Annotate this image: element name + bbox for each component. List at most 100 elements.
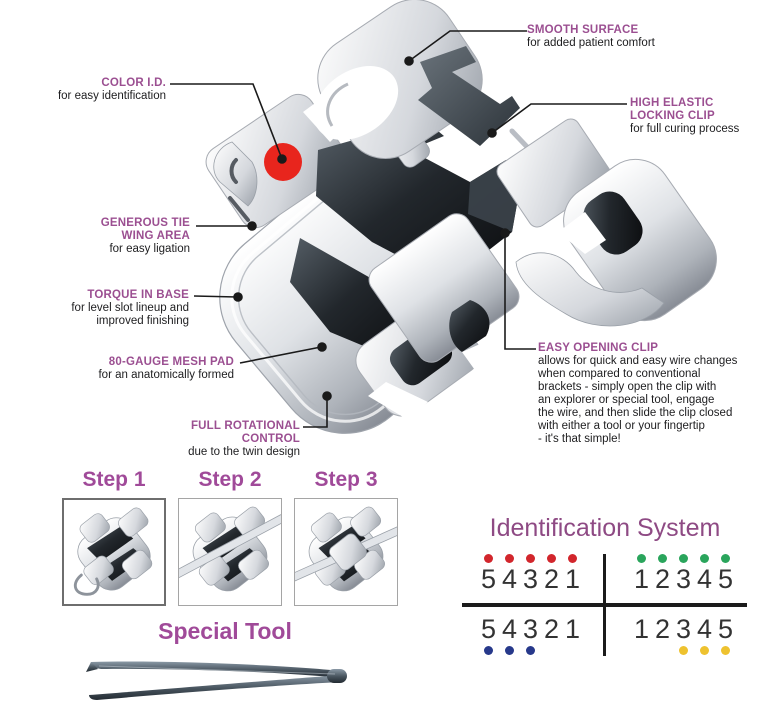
id-digit-cell: 1 xyxy=(631,551,652,593)
id-digit: 4 xyxy=(501,564,518,594)
color-dot xyxy=(526,646,535,655)
id-digit-cell: 1 xyxy=(631,616,652,658)
bracket-locking-clip xyxy=(496,118,717,327)
step-2: Step 2 xyxy=(178,468,282,606)
color-dot xyxy=(526,554,535,563)
id-digit-cell: 2 xyxy=(652,616,673,658)
id-digit: 3 xyxy=(675,614,692,644)
bracket-center-wing xyxy=(368,213,520,380)
special-tool-tweezers xyxy=(86,661,347,700)
step-3: Step 3 xyxy=(294,468,398,606)
color-dot xyxy=(505,646,514,655)
callout-mesh-pad: 80-GAUGE MESH PAD for an anatomically fo… xyxy=(98,356,234,382)
callout-title: SMOOTH SURFACE xyxy=(527,24,639,36)
id-digit: 4 xyxy=(501,614,518,644)
callout-body: for easy ligation xyxy=(109,243,190,255)
id-digit: 3 xyxy=(522,614,539,644)
step-2-title: Step 2 xyxy=(198,468,262,491)
id-digit-cell: 1 xyxy=(562,616,583,658)
color-dot xyxy=(679,646,688,655)
callout-body: for level slot lineup and improved finis… xyxy=(71,302,189,327)
step-3-title: Step 3 xyxy=(314,468,378,491)
id-digit: 1 xyxy=(564,564,581,594)
callout-body: due to the twin design xyxy=(188,446,300,458)
color-dot xyxy=(721,554,730,563)
color-dot-empty xyxy=(547,646,556,655)
callout-smooth-surface: SMOOTH SURFACE for added patient comfort xyxy=(527,24,655,50)
callout-color-id: COLOR I.D. for easy identification xyxy=(58,77,166,103)
callout-title: TORQUE IN BASE xyxy=(87,289,189,301)
special-tool-title: Special Tool xyxy=(158,618,292,644)
color-dot xyxy=(658,554,667,563)
id-digit: 5 xyxy=(717,614,734,644)
id-digit-cell: 2 xyxy=(541,616,562,658)
id-digit: 2 xyxy=(543,564,560,594)
id-digit-cell: 5 xyxy=(478,551,499,593)
step-1: Step 1 xyxy=(62,468,166,606)
id-digit-cell: 3 xyxy=(520,616,541,658)
callout-body: for full curing process xyxy=(630,123,740,135)
callout-title: EASY OPENING CLIP xyxy=(538,342,659,354)
id-vertical-rule xyxy=(603,554,606,656)
color-dot xyxy=(700,554,709,563)
color-dot xyxy=(700,646,709,655)
callout-body: for an anatomically formed xyxy=(98,369,234,381)
callout-title: HIGH ELASTIC LOCKING CLIP xyxy=(630,97,715,122)
id-digit: 2 xyxy=(543,614,560,644)
callout-title: 80-GAUGE MESH PAD xyxy=(108,356,234,368)
color-dot-empty xyxy=(568,646,577,655)
id-digit-cell: 2 xyxy=(652,551,673,593)
color-dot xyxy=(679,554,688,563)
color-dot xyxy=(568,554,577,563)
bracket-illustration xyxy=(205,0,717,434)
callout-title: GENEROUS TIE WING AREA xyxy=(100,217,190,242)
callout-generous-tie: GENEROUS TIE WING AREA for easy ligation xyxy=(101,217,190,256)
callout-torque-in-base: TORQUE IN BASE for level slot lineup and… xyxy=(71,289,189,328)
color-dot-empty xyxy=(658,646,667,655)
id-digit: 2 xyxy=(654,614,671,644)
id-digit: 1 xyxy=(564,614,581,644)
callout-body: for easy identification xyxy=(57,90,166,102)
id-digit: 4 xyxy=(696,614,713,644)
callout-title: COLOR I.D. xyxy=(101,77,166,89)
id-digit: 1 xyxy=(633,614,650,644)
color-dot xyxy=(505,554,514,563)
color-dot-empty xyxy=(637,646,646,655)
id-digit-cell: 5 xyxy=(478,616,499,658)
id-digit: 2 xyxy=(654,564,671,594)
id-digit-cell: 4 xyxy=(694,616,715,658)
id-digit-cell: 4 xyxy=(499,616,520,658)
id-digit-cell: 1 xyxy=(562,551,583,593)
id-digit-cell: 3 xyxy=(520,551,541,593)
step-2-image xyxy=(178,498,282,606)
id-digit: 5 xyxy=(717,564,734,594)
callout-high-elastic: HIGH ELASTIC LOCKING CLIP for full curin… xyxy=(630,97,739,136)
callout-easy-opening: EASY OPENING CLIP allows for quick and e… xyxy=(538,342,737,446)
id-digit-cell: 4 xyxy=(499,551,520,593)
id-digit-cell: 2 xyxy=(541,551,562,593)
callout-title: FULL ROTATIONAL CONTROL xyxy=(190,420,300,445)
step-1-title: Step 1 xyxy=(82,468,146,491)
id-system-title: Identification System xyxy=(489,514,721,542)
color-dot xyxy=(484,554,493,563)
id-digit: 5 xyxy=(480,564,497,594)
id-digit-cell: 3 xyxy=(673,551,694,593)
color-dot xyxy=(637,554,646,563)
bracket-top-hook xyxy=(303,0,520,160)
step-3-image xyxy=(294,498,398,606)
callout-body: allows for quick and easy wire changes w… xyxy=(538,355,738,445)
color-dot xyxy=(547,554,556,563)
color-id-dot xyxy=(264,143,302,181)
id-digit: 3 xyxy=(522,564,539,594)
id-digit-cell: 5 xyxy=(715,551,736,593)
color-dot xyxy=(484,646,493,655)
id-digit: 5 xyxy=(480,614,497,644)
id-digit-cell: 5 xyxy=(715,616,736,658)
id-digit: 3 xyxy=(675,564,692,594)
step-1-image xyxy=(62,498,166,606)
color-dot xyxy=(721,646,730,655)
